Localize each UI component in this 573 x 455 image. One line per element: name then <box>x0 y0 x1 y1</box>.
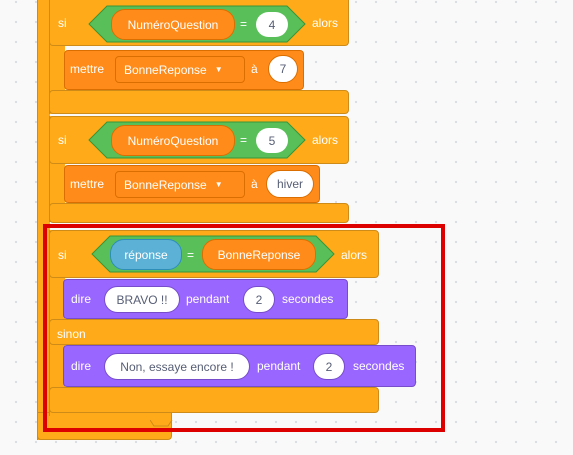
set-label: mettre <box>70 62 105 76</box>
for-label: pendant <box>186 292 230 306</box>
else-label: sinon <box>57 327 86 341</box>
say-label: dire <box>71 292 92 306</box>
equals-sign: = <box>240 133 248 147</box>
say-label: dire <box>71 359 92 373</box>
caret-down-icon: ▼ <box>214 65 223 74</box>
seconds-input[interactable]: 2 <box>243 286 275 313</box>
variable-reporter-numeroquestion[interactable]: NuméroQuestion <box>111 9 235 40</box>
answer-reporter[interactable]: réponse <box>110 239 182 270</box>
variable-dropdown[interactable]: BonneReponse▼ <box>115 56 245 83</box>
set-value-input[interactable]: 7 <box>268 55 298 83</box>
seconds-input[interactable]: 2 <box>313 353 345 380</box>
variable-dropdown[interactable]: BonneReponse▼ <box>115 171 245 198</box>
to-label: à <box>251 177 258 191</box>
set-label: mettre <box>70 177 105 191</box>
then-label: alors <box>312 16 339 30</box>
variable-reporter-bonnereponse[interactable]: BonneReponse <box>202 239 316 270</box>
if-block-2-footer[interactable] <box>49 203 349 223</box>
equals-sign: = <box>187 248 195 262</box>
caret-down-icon: ▼ <box>214 180 223 189</box>
for-label: pendant <box>257 359 301 373</box>
equals-sign: = <box>240 17 248 31</box>
highlight-rectangle <box>43 224 445 432</box>
if-label: si <box>58 16 67 30</box>
if-label: si <box>58 248 67 262</box>
then-label: alors <box>341 248 368 262</box>
seconds-label: secondes <box>353 359 405 373</box>
block-notch <box>150 420 173 427</box>
set-value-input[interactable]: hiver <box>266 170 314 198</box>
say-text-input[interactable]: Non, essaye encore ! <box>104 353 250 380</box>
value-input[interactable]: 4 <box>256 12 288 37</box>
if-block-1-footer[interactable] <box>49 90 349 114</box>
then-label: alors <box>312 133 339 147</box>
to-label: à <box>251 62 258 76</box>
value-input[interactable]: 5 <box>256 128 288 153</box>
else-bar[interactable] <box>49 319 379 345</box>
if-label: si <box>58 133 67 147</box>
if-else-block-footer[interactable] <box>49 387 379 413</box>
say-text-input[interactable]: BRAVO !! <box>104 286 180 313</box>
seconds-label: secondes <box>282 292 334 306</box>
variable-reporter-numeroquestion[interactable]: NuméroQuestion <box>111 125 235 156</box>
